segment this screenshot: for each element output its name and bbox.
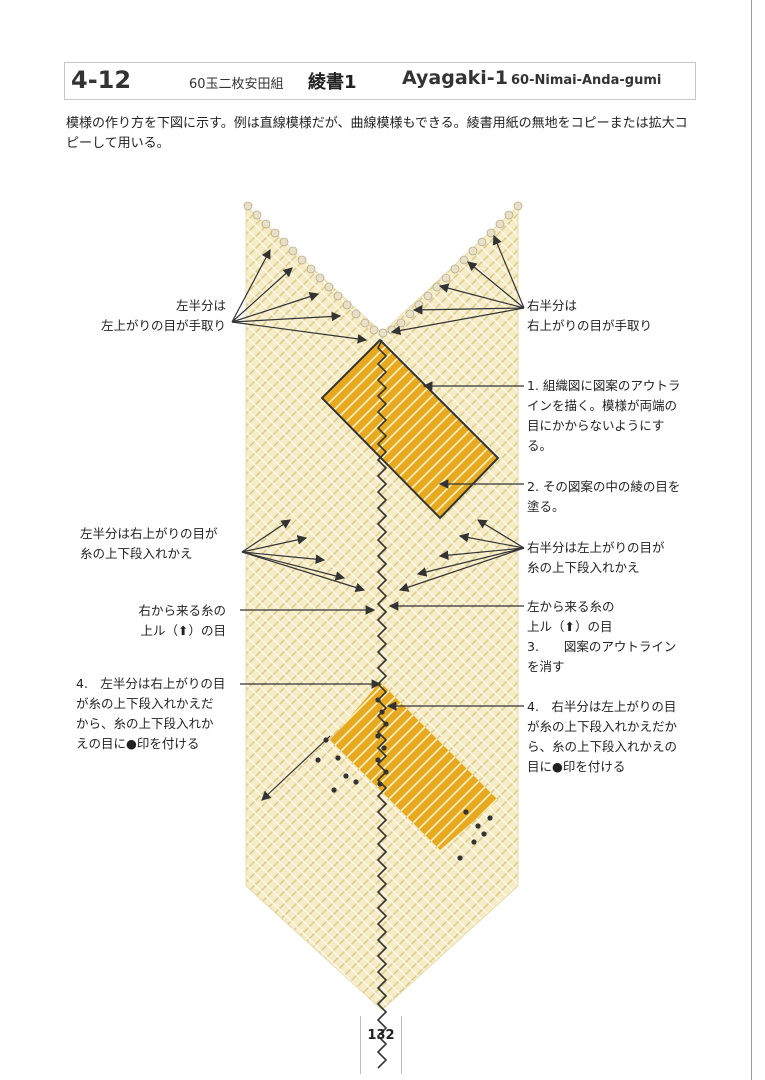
label-step1-line4: る。 xyxy=(527,438,553,453)
label-step4-right: 4. 右半分は左上がりの目 が糸の上下段入れかえだか ら、糸の上下段入れかえの … xyxy=(527,697,677,777)
label-step3: 3. 図案のアウトライン を消す xyxy=(527,637,676,677)
label-step1: 1. 組織図に図案のアウトラ インを描く。模様が両端の 目にかからないようにす … xyxy=(527,376,680,456)
label-step4-left-line4: えの目に●印を付ける xyxy=(76,736,200,751)
label-step4-left-line2: が糸の上下段入れかえだ xyxy=(76,696,214,711)
label-left-mid: 左半分は右上がりの目が 糸の上下段入れかえ xyxy=(80,524,218,564)
label-step3-line2: を消す xyxy=(527,659,565,674)
label-step4-right-line3: ら、糸の上下段入れかえの xyxy=(527,739,678,754)
label-step4-right-line1: 4. 右半分は左上がりの目 xyxy=(527,699,677,714)
label-from-right-line2: 上ル（⬆）の目 xyxy=(140,623,226,638)
label-step4-right-line2: が糸の上下段入れかえだか xyxy=(527,719,678,734)
label-left-top-line2: 左上がりの目が手取り xyxy=(100,318,226,333)
label-right-top-line1: 右半分は xyxy=(527,298,578,313)
section-title-jp: 綾書1 xyxy=(308,72,357,93)
leader-arrows xyxy=(231,234,525,801)
label-step4-left: 4. 左半分は右上がりの目 が糸の上下段入れかえだ から、糸の上下段入れか えの… xyxy=(76,674,225,754)
label-step1-line1: 1. 組織図に図案のアウトラ xyxy=(527,378,681,393)
label-right-top-line2: 右上がりの目が手取り xyxy=(527,318,653,333)
pattern-upper xyxy=(320,338,500,520)
center-zigzag xyxy=(376,339,388,1069)
section-number: 4-12 xyxy=(71,66,132,94)
pattern-lower xyxy=(330,682,498,850)
label-step2-line2: 塗る。 xyxy=(527,499,565,514)
label-right-mid: 右半分は左上がりの目が 糸の上下段入れかえ xyxy=(527,538,665,578)
label-left-top-line1: 左半分は xyxy=(175,298,226,313)
section-subtitle-jp: 60玉二枚安田組 xyxy=(189,77,284,92)
label-from-left-line1: 左から来る糸の xyxy=(527,599,615,614)
page-edge-line xyxy=(751,0,752,1080)
label-right-mid-line1: 右半分は左上がりの目が xyxy=(527,540,665,555)
page-number: 132 xyxy=(367,1028,395,1043)
intro-paragraph: 模様の作り方を下図に示す。例は直線模様だが、曲線模様もできる。綾書用紙の無地をコ… xyxy=(66,116,688,151)
label-step3-line1: 3. 図案のアウトライン xyxy=(527,639,677,654)
label-step2: 2. その図案の中の綾の目を 塗る。 xyxy=(527,477,680,517)
section-title-en-sub: 60-Nimai-Anda-gumi xyxy=(511,73,662,88)
label-from-right-line1: 右から来る糸の xyxy=(138,603,226,618)
label-from-left: 左から来る糸の 上ル（⬆）の目 xyxy=(527,597,615,637)
label-step4-left-line3: から、糸の上下段入れか xyxy=(76,716,214,731)
label-from-right: 右から来る糸の 上ル（⬆）の目 xyxy=(100,601,226,641)
label-right-top: 右半分は 右上がりの目が手取り xyxy=(527,296,652,336)
section-header: 4-12 60玉二枚安田組 綾書1 Ayagaki-1 60-Nimai-And… xyxy=(64,62,696,100)
label-step4-left-line1: 4. 左半分は右上がりの目 xyxy=(76,676,226,691)
label-step1-line3: 目にかからないようにす xyxy=(527,418,665,433)
mark-dots xyxy=(315,697,493,861)
label-step2-line1: 2. その図案の中の綾の目を xyxy=(527,479,681,494)
section-title-en: Ayagaki-1 xyxy=(402,67,508,89)
label-step4-right-line4: 目に●印を付ける xyxy=(527,759,626,774)
page-number-box: 132 xyxy=(360,1016,402,1074)
label-from-left-line2: 上ル（⬆）の目 xyxy=(527,619,613,634)
label-left-top: 左半分は 左上がりの目が手取り xyxy=(70,296,226,336)
label-right-mid-line2: 糸の上下段入れかえ xyxy=(527,560,640,575)
label-left-mid-line2: 糸の上下段入れかえ xyxy=(80,546,193,561)
label-step1-line2: インを描く。模様が両端の xyxy=(527,398,678,413)
label-left-mid-line1: 左半分は右上がりの目が xyxy=(80,526,218,541)
bead-row-top xyxy=(243,201,523,338)
